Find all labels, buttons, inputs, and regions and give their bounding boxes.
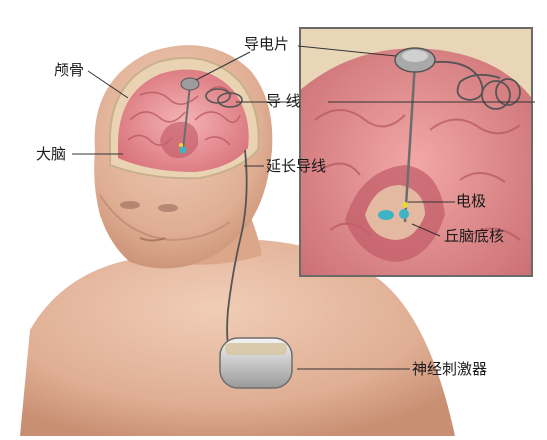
label-skull: 颅骨 [54, 63, 84, 78]
neurostimulator-device [220, 338, 292, 388]
label-lead: 导 线 [266, 94, 301, 109]
label-thalamic-nucleus: 丘脑底核 [444, 229, 504, 244]
label-electrode: 电极 [456, 194, 486, 209]
label-stimulator: 神经刺激器 [412, 362, 487, 377]
label-electrode-cap: 导电片 [244, 37, 289, 52]
label-extension: 延长导线 [266, 159, 326, 174]
label-brain: 大脑 [36, 147, 66, 162]
